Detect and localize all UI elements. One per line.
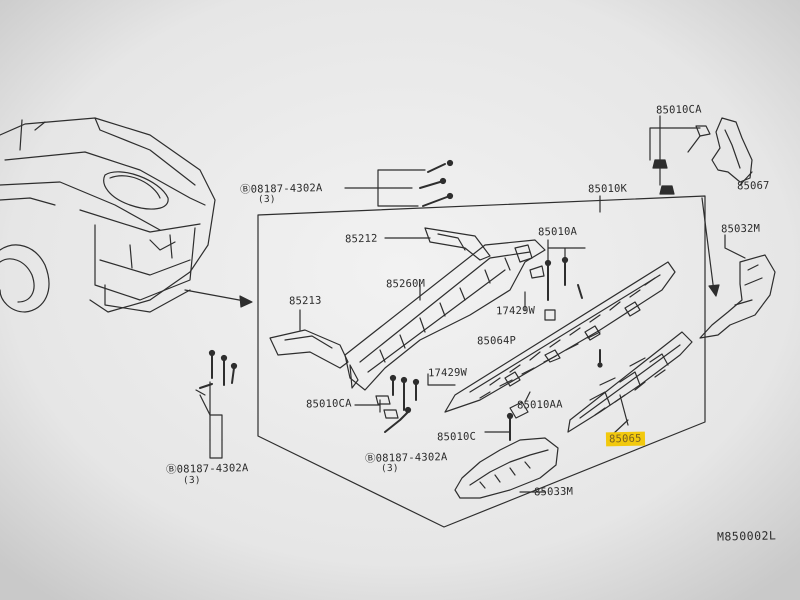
callout-85212: 85212 [344, 232, 378, 246]
callout-85065-highlighted: 85065 [605, 431, 645, 447]
callout-85010K: 85010K [587, 182, 628, 196]
callout-85064P: 85064P [476, 334, 517, 348]
callout-85010C: 85010C [436, 430, 477, 444]
callout-85010AA: 85010AA [516, 398, 563, 412]
callout-08187-left: Ⓑ08187-4302A [165, 462, 249, 476]
callout-85213: 85213 [288, 294, 322, 308]
callout-85032M: 85032M [720, 222, 761, 236]
callout-85260M: 85260M [385, 277, 426, 291]
callout-85067: 85067 [736, 179, 770, 193]
diagram-reference-code: M850002L [716, 528, 777, 544]
qty-left: (3) [182, 474, 201, 487]
qty-top: (3) [257, 193, 276, 206]
truck-illustration [0, 117, 216, 313]
callout-85033M: 85033M [533, 485, 574, 499]
callout-85010CA-top: 85010CA [655, 103, 702, 117]
callout-17429W-lower: 17429W [427, 366, 468, 380]
callout-85010CA-lower: 85010CA [305, 397, 352, 411]
qty-mid: (3) [380, 462, 399, 475]
callout-08187-top: Ⓑ08187-4302A [239, 182, 323, 196]
callout-17429W-upper: 17429W [495, 304, 536, 318]
callout-85010A: 85010A [537, 225, 578, 239]
callout-08187-mid: Ⓑ08187-4302A [364, 451, 448, 465]
